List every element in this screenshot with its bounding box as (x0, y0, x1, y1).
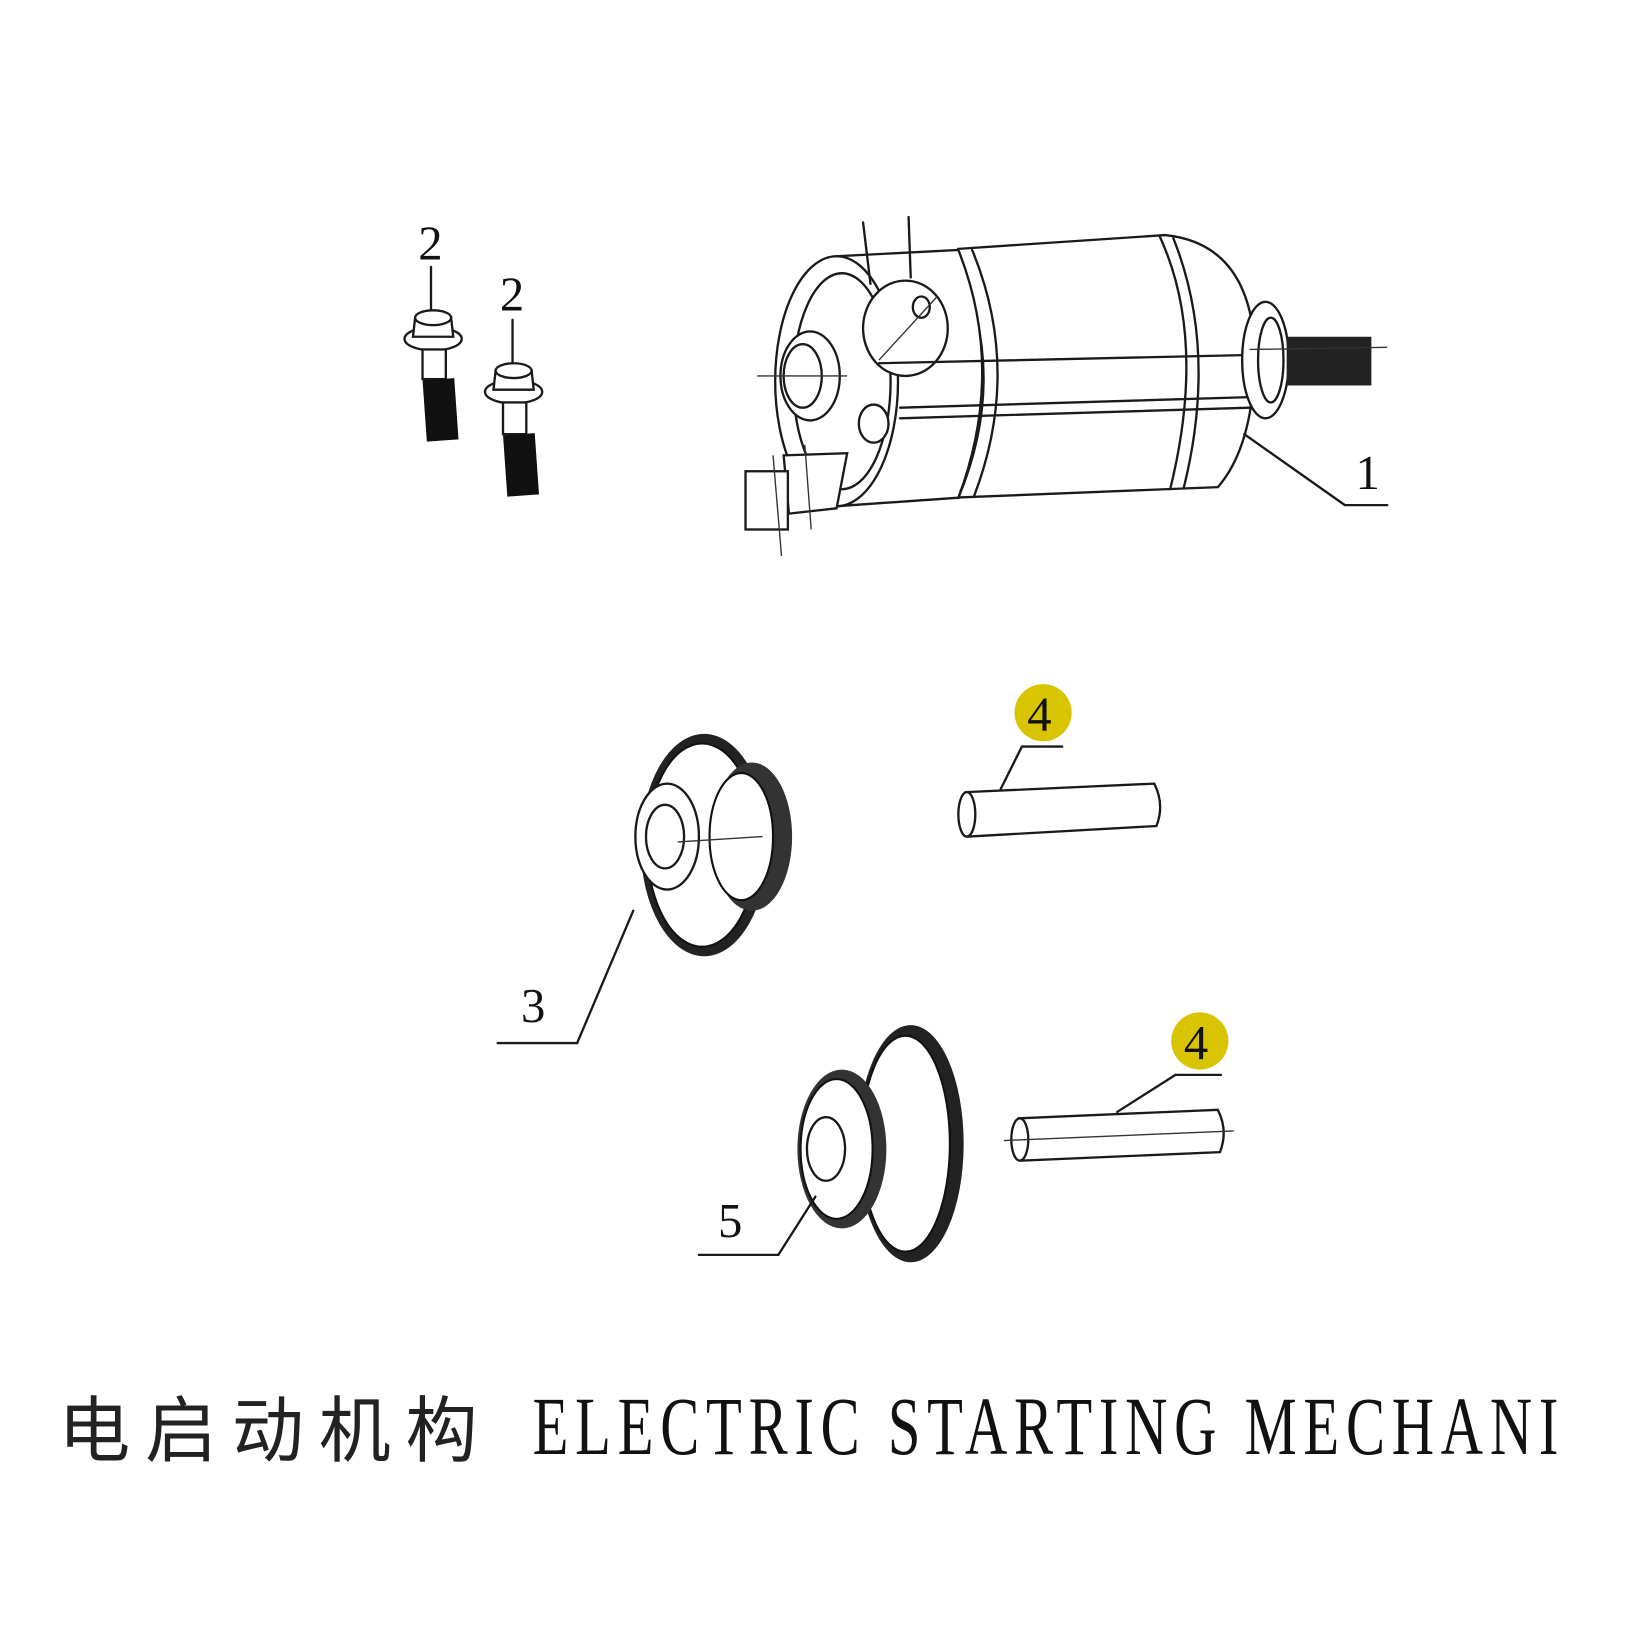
callout-4b-highlight (1171, 1012, 1229, 1070)
bolt-part-2a[interactable] (403, 265, 463, 442)
gear-part-5[interactable] (697, 1025, 964, 1263)
callout-2b: 2 (500, 267, 524, 321)
callout-4b: 4 (1184, 1016, 1208, 1070)
pin-part-4b[interactable] (1003, 1073, 1234, 1162)
bolt-part-2b[interactable] (483, 318, 544, 497)
pin-part-4a[interactable] (957, 745, 1162, 838)
callout-3: 3 (521, 979, 545, 1033)
callout-2a: 2 (418, 216, 442, 270)
callout-4a-highlight (1014, 684, 1072, 742)
gear-part-3[interactable] (496, 733, 793, 1045)
title-english: ELECTRIC STARTING MECHANI (533, 1380, 1566, 1472)
callout-4a: 4 (1027, 688, 1051, 742)
callout-5: 5 (718, 1194, 742, 1248)
callout-1: 1 (1355, 446, 1379, 500)
title-chinese: 电启动机构 (58, 1389, 492, 1473)
starter-motor-part-1[interactable] (744, 215, 1389, 557)
